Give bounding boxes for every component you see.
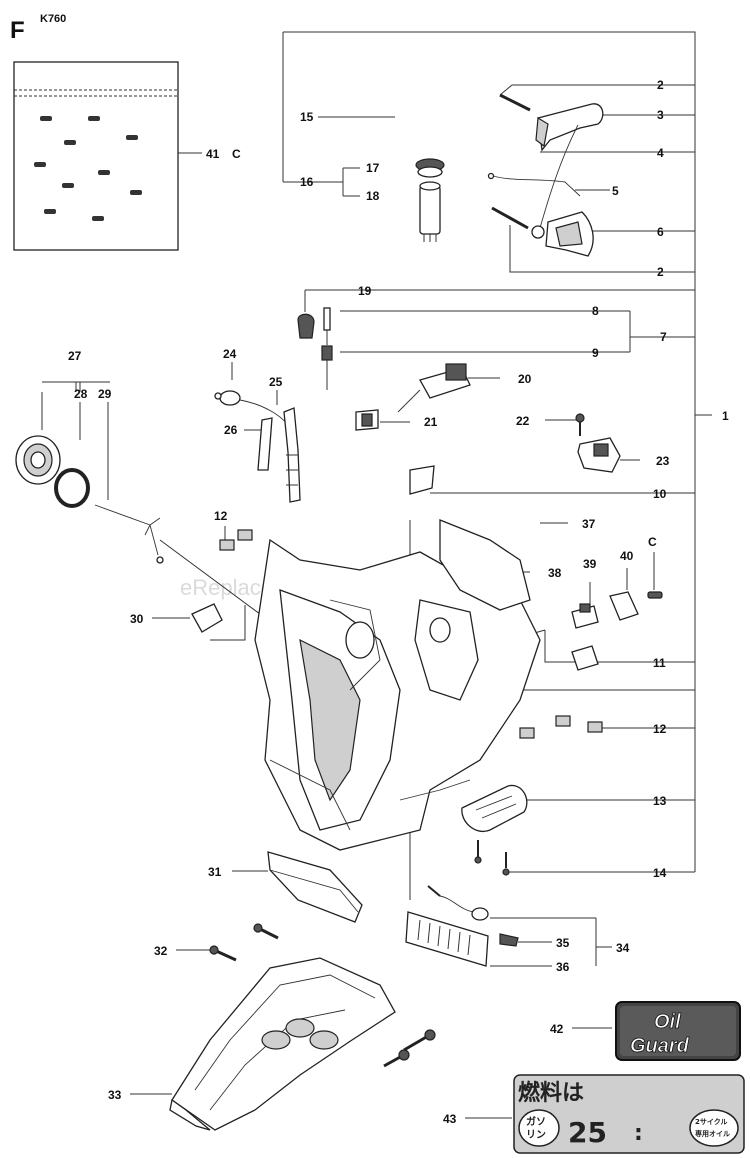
throttle-rod-5 (487, 172, 581, 197)
callout-22: 22 (516, 414, 530, 428)
callout-36: 36 (556, 960, 570, 974)
section-letter: F (10, 17, 25, 44)
callout-3: 3 (657, 108, 664, 122)
model-label: K760 (40, 13, 66, 25)
callout-2-bottom: 2 (657, 265, 664, 279)
callout-6: 6 (657, 225, 664, 239)
hose-26 (257, 417, 273, 471)
callout-32: 32 (154, 944, 168, 958)
callout-15: 15 (300, 110, 314, 124)
hose-25 (283, 407, 301, 503)
pad-13 (461, 784, 528, 833)
fuel-decal-oil-bottom: 専用オイル (695, 1129, 730, 1138)
clip-21 (355, 409, 379, 431)
callout-34: 34 (616, 941, 630, 955)
oil-guard-decal-42: Oil Guard (615, 1001, 741, 1061)
skid-plate-33 (169, 957, 396, 1131)
screw-bag-41 (13, 61, 179, 251)
callout-8: 8 (592, 304, 599, 318)
fuel-decal-title: 燃料は (518, 1080, 584, 1106)
oil-guard-text-line2: Guard (630, 1035, 690, 1057)
callout-2-top: 2 (657, 78, 664, 92)
callout-40: 40 (620, 549, 634, 563)
fuel-cap-27 (15, 435, 61, 485)
bracket-40 (609, 591, 639, 621)
callout-4: 4 (657, 146, 664, 160)
callout-21: 21 (424, 415, 438, 429)
callout-29: 29 (98, 387, 112, 401)
oil-guard-text-line1: Oil (654, 1011, 681, 1033)
fuel-decal-ratio: 25 (568, 1116, 607, 1149)
callout-27: 27 (68, 349, 82, 363)
callout-31: 31 (208, 865, 222, 879)
cover-plate-31 (267, 851, 363, 923)
callout-1: 1 (722, 409, 729, 423)
bolts-32 (209, 923, 436, 1068)
callout-13: 13 (653, 794, 667, 808)
tube-37 (467, 508, 552, 541)
callout-12-right: 12 (653, 722, 667, 736)
callout-17: 17 (366, 161, 380, 175)
throttle-trigger-3 (499, 93, 604, 152)
callout-24: 24 (223, 347, 237, 361)
callout-25: 25 (269, 375, 283, 389)
callout-33: 33 (108, 1088, 122, 1102)
callout-bracket-lines (41, 31, 712, 1119)
callout-labels: 2 3 4 5 6 2 19 8 7 9 20 1 22 21 23 10 37… (68, 78, 729, 1126)
switch-20 (397, 363, 471, 413)
callout-14: 14 (653, 866, 667, 880)
callout-16: 16 (300, 175, 314, 189)
o-ring-28 (54, 468, 90, 508)
spring-4 (539, 124, 579, 229)
callout-37: 37 (582, 517, 596, 531)
fuel-decal-gasoline-top: ガソ (526, 1115, 546, 1128)
clip-30 (191, 603, 223, 633)
callout-7: 7 (660, 330, 667, 344)
fuel-hose-15 (359, 44, 420, 166)
callout-38: 38 (548, 566, 562, 580)
strap-29 (94, 504, 164, 564)
callout-43: 43 (443, 1112, 457, 1126)
callout-35: 35 (556, 936, 570, 950)
main-housing-1 (254, 519, 541, 851)
pads-12 (219, 529, 603, 739)
screws-14 (474, 840, 510, 876)
callout-9: 9 (592, 346, 599, 360)
callout-20: 20 (518, 372, 532, 386)
callout-C-screw: C (648, 535, 657, 549)
callout-30: 30 (130, 612, 144, 626)
fuel-decal-oil-top: 2サイクル (695, 1117, 728, 1126)
fuel-filter-17-18 (415, 158, 445, 242)
stop-switch-parts-19-8-9 (297, 307, 333, 390)
callout-39: 39 (583, 557, 597, 571)
bracket-11 (571, 645, 599, 671)
callout-41-suffix: C (232, 147, 241, 161)
callout-23: 23 (656, 454, 670, 468)
spring-assembly-34 (405, 885, 519, 967)
fuel-mix-decal-43: 燃料は ガソ リン 25 : 2サイクル 専用オイル (513, 1074, 745, 1154)
callout-19: 19 (358, 284, 372, 298)
bracket-39 (571, 603, 599, 629)
bracket-22-23 (575, 413, 621, 473)
callout-41: 41 (206, 147, 220, 161)
callout-11: 11 (653, 656, 666, 670)
callout-12-left: 12 (214, 509, 228, 523)
callout-5: 5 (612, 184, 619, 198)
fuel-decal-colon: : (634, 1121, 643, 1146)
screw-C (647, 591, 663, 599)
clip-10 (409, 465, 435, 495)
throttle-lockout-6 (491, 206, 594, 257)
callout-18: 18 (366, 189, 380, 203)
callout-28: 28 (74, 387, 88, 401)
callout-26: 26 (224, 423, 238, 437)
callout-42: 42 (550, 1022, 564, 1036)
fuel-decal-gasoline-bottom: リン (526, 1129, 546, 1141)
callout-10: 10 (653, 487, 667, 501)
